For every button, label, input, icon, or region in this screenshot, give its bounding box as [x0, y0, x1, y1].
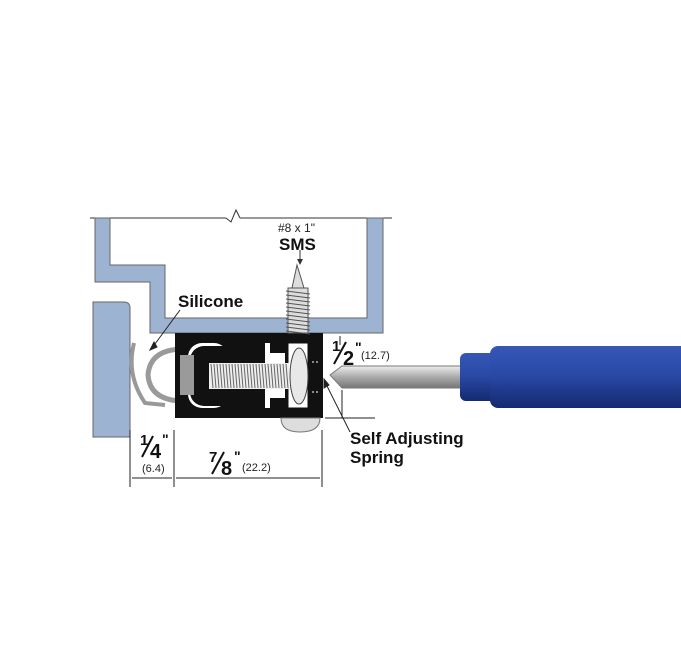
dimension-lines	[129, 336, 375, 487]
dimension-width: 7 8 " (22.2)	[209, 448, 271, 480]
thread-mark	[237, 363, 241, 389]
silicone-label: Silicone	[178, 292, 243, 311]
thread-mark	[282, 363, 286, 389]
thread-mark	[219, 363, 223, 389]
leader-lines	[148, 309, 351, 433]
dimension-height: 1 2 " (12.7)	[332, 338, 390, 370]
thread-mark	[225, 363, 229, 389]
thread-mark	[285, 363, 289, 389]
thread-mark	[285, 310, 311, 315]
thread-mark	[285, 330, 311, 335]
thread-mark	[285, 290, 311, 295]
svg-text:7: 7	[209, 449, 217, 466]
sms-screw	[280, 250, 321, 433]
thread-mark	[264, 363, 268, 389]
thread-mark	[252, 363, 256, 389]
thread-mark	[285, 326, 311, 331]
thread-mark	[231, 363, 235, 389]
thread-mark	[255, 363, 259, 389]
door	[92, 301, 131, 438]
thread-mark	[216, 363, 220, 389]
svg-text:(6.4): (6.4)	[142, 463, 165, 475]
thread-mark	[285, 306, 311, 311]
spring-label-line2: Spring	[350, 448, 404, 467]
thread-mark	[258, 363, 262, 389]
thread-mark	[273, 363, 277, 389]
thread-mark	[234, 363, 238, 389]
thread-mark	[261, 363, 265, 389]
door-frame	[94, 217, 384, 334]
thread-mark	[285, 294, 311, 299]
thread-mark	[249, 363, 253, 389]
svg-text:": "	[162, 431, 169, 447]
svg-text:": "	[355, 339, 362, 355]
svg-text:": "	[234, 448, 241, 464]
thread-mark	[222, 363, 226, 389]
screw-size-label: #8 x 1"	[278, 221, 315, 235]
thread-mark	[285, 322, 311, 327]
thread-mark	[285, 318, 311, 323]
carrier	[175, 333, 323, 418]
thread-mark	[285, 302, 311, 307]
thread-mark	[213, 363, 217, 389]
thread-mark	[285, 314, 311, 319]
screw-type-label: SMS	[279, 235, 316, 254]
spring-label-line1: Self Adjusting	[350, 429, 464, 448]
thread-mark	[228, 363, 232, 389]
thread-mark	[246, 363, 250, 389]
thread-mark	[279, 363, 283, 389]
svg-text:1: 1	[140, 432, 148, 449]
thread-mark	[240, 363, 244, 389]
thread-mark	[210, 363, 214, 389]
thread-mark	[276, 363, 280, 389]
thread-mark	[267, 363, 271, 389]
svg-text:(12.7): (12.7)	[361, 350, 390, 362]
svg-text:1: 1	[332, 338, 340, 355]
thread-mark	[243, 363, 247, 389]
svg-text:4: 4	[150, 441, 162, 463]
svg-text:(22.2): (22.2)	[242, 462, 271, 474]
svg-text:2: 2	[343, 348, 354, 370]
dimension-gap: 1 4 " (6.4)	[140, 431, 169, 475]
break-line	[90, 208, 392, 223]
thread-mark	[270, 363, 274, 389]
thread-mark	[285, 298, 311, 303]
svg-text:8: 8	[221, 458, 232, 480]
screwdriver	[329, 346, 681, 408]
